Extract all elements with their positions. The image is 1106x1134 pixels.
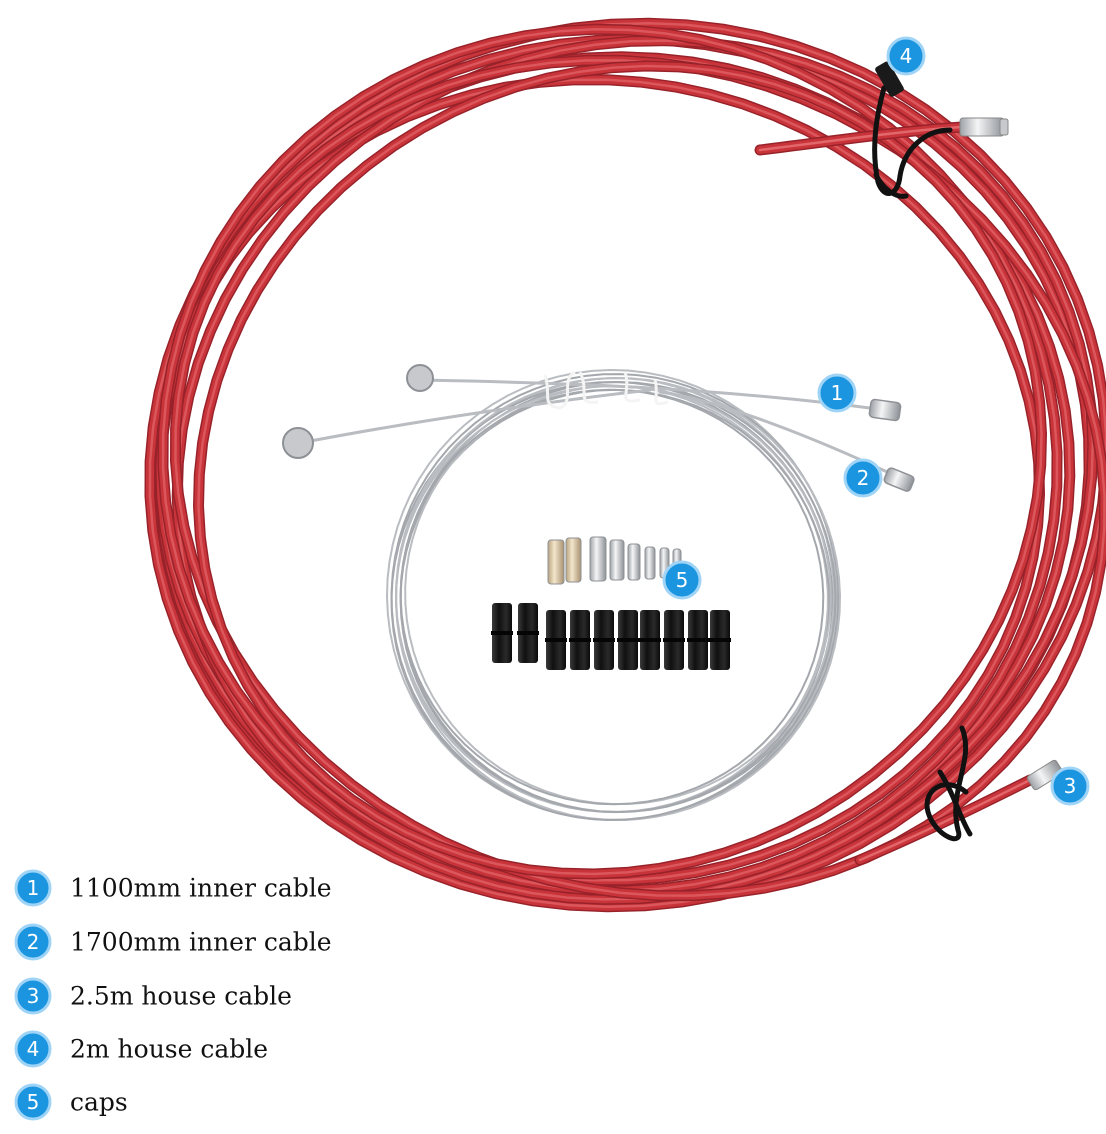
metal-ferrule bbox=[644, 546, 656, 580]
black-cap bbox=[709, 610, 731, 670]
inner-cable-loop bbox=[404, 385, 832, 805]
inner-cable-loop bbox=[390, 380, 834, 822]
legend-item: 1 1100mm inner cable bbox=[14, 869, 332, 907]
legend: 1 1100mm inner cable 2 1700mm inner cabl… bbox=[14, 869, 332, 1121]
metal-ferrule bbox=[565, 537, 582, 583]
legend-number: 3 bbox=[27, 984, 40, 1008]
number-one-badge-icon bbox=[817, 373, 857, 413]
metal-ferrule bbox=[609, 539, 625, 581]
metal-ferrule bbox=[627, 543, 641, 581]
metal-ferrules-group bbox=[547, 536, 682, 585]
number-five-badge-icon bbox=[662, 560, 702, 600]
legend-number: 4 bbox=[27, 1037, 40, 1061]
number-four-badge-icon bbox=[14, 1030, 52, 1068]
inner-cable-ends bbox=[298, 378, 902, 480]
housing-loop bbox=[192, 60, 1048, 880]
legend-label: 1100mm inner cable bbox=[70, 874, 332, 903]
black-cap bbox=[569, 610, 591, 670]
legend-number: 2 bbox=[27, 930, 40, 954]
black-cap bbox=[517, 603, 539, 663]
housing-end-cap-top bbox=[875, 61, 904, 97]
black-cap bbox=[545, 610, 567, 670]
legend-item: 2 1700mm inner cable bbox=[14, 923, 332, 961]
legend-item: 5 caps bbox=[14, 1083, 128, 1121]
callout-5: 5 bbox=[662, 560, 702, 600]
number-two-badge-icon bbox=[14, 923, 52, 961]
number-two-badge-icon bbox=[843, 458, 883, 498]
cable-head-right-top bbox=[868, 398, 902, 422]
housing-end-ferrule-top bbox=[959, 117, 1009, 137]
legend-label: 2.5m house cable bbox=[70, 982, 292, 1011]
callout-2: 2 bbox=[843, 458, 883, 498]
black-cap bbox=[663, 610, 685, 670]
housing-loop bbox=[194, 61, 1046, 879]
legend-number: 5 bbox=[27, 1090, 40, 1114]
metal-ferrule bbox=[547, 539, 565, 585]
metal-ferrule bbox=[589, 536, 607, 582]
black-caps-group bbox=[491, 603, 731, 670]
number-four-badge-icon bbox=[886, 36, 926, 76]
cable-head-right-bottom bbox=[883, 467, 915, 492]
callout-3: 3 bbox=[1050, 766, 1090, 806]
housing-end-ferrule-bottom bbox=[1026, 759, 1064, 791]
housing-loop bbox=[161, 28, 1059, 892]
callout-number: 5 bbox=[676, 568, 689, 592]
inner-cable-loop bbox=[399, 388, 825, 806]
callout-4: 4 bbox=[886, 36, 926, 76]
number-five-badge-icon bbox=[14, 1083, 52, 1121]
housing-loop bbox=[174, 59, 1106, 897]
legend-label: caps bbox=[70, 1088, 128, 1117]
black-cap bbox=[617, 610, 639, 670]
legend-label: 2m house cable bbox=[70, 1035, 268, 1064]
inner-cable-coil bbox=[385, 368, 841, 822]
housing-loop bbox=[197, 64, 1043, 876]
barrel-nipple-left-bottom bbox=[282, 427, 314, 459]
number-three-badge-icon bbox=[1050, 766, 1090, 806]
black-cap bbox=[639, 610, 661, 670]
legend-item: 3 2.5m house cable bbox=[14, 977, 292, 1015]
red-housing-cable-coil bbox=[144, 17, 1106, 913]
black-cap bbox=[593, 610, 615, 670]
legend-number: 1 bbox=[27, 876, 40, 900]
callout-number: 4 bbox=[900, 44, 913, 68]
legend-label: 1700mm inner cable bbox=[70, 928, 332, 957]
callout-number: 2 bbox=[857, 466, 870, 490]
number-three-badge-icon bbox=[14, 977, 52, 1015]
black-cap bbox=[491, 603, 513, 663]
inner-cable-loop bbox=[395, 385, 829, 813]
barrel-nipple-left-top bbox=[406, 364, 434, 392]
callout-1: 1 bbox=[817, 373, 857, 413]
black-cap bbox=[687, 610, 709, 670]
zip-tie-bottom bbox=[924, 725, 973, 842]
twist-ties bbox=[543, 370, 669, 410]
callout-number: 1 bbox=[831, 381, 844, 405]
number-one-badge-icon bbox=[14, 869, 52, 907]
callout-number: 3 bbox=[1064, 774, 1077, 798]
zip-tie-top bbox=[872, 85, 953, 199]
legend-item: 4 2m house cable bbox=[14, 1030, 268, 1068]
